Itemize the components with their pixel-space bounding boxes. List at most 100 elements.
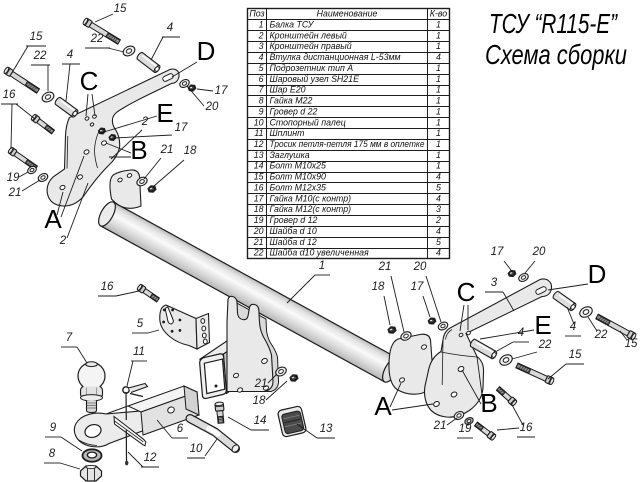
svg-text:Болт М12х35: Болт М12х35 [270, 183, 327, 193]
svg-text:2: 2 [258, 30, 264, 40]
svg-text:1: 1 [436, 41, 441, 51]
svg-text:13: 13 [320, 423, 333, 435]
svg-text:5: 5 [436, 183, 441, 193]
svg-text:9: 9 [259, 106, 264, 116]
svg-text:22: 22 [90, 33, 104, 45]
svg-text:3: 3 [436, 204, 441, 214]
svg-text:Гровер d 12: Гровер d 12 [270, 215, 318, 225]
svg-text:16: 16 [101, 281, 114, 293]
svg-text:D: D [197, 36, 216, 66]
svg-text:Шайба d10 увеличенная: Шайба d10 увеличенная [270, 248, 370, 258]
svg-text:21: 21 [433, 420, 447, 432]
svg-text:4: 4 [259, 52, 264, 62]
svg-text:1: 1 [436, 63, 441, 73]
svg-text:7: 7 [66, 332, 73, 344]
svg-text:17: 17 [215, 85, 228, 97]
svg-text:9: 9 [50, 422, 57, 434]
svg-text:22: 22 [538, 339, 552, 351]
svg-text:21: 21 [8, 187, 22, 199]
svg-text:12: 12 [254, 139, 264, 149]
svg-text:C: C [457, 277, 476, 307]
svg-text:6: 6 [259, 74, 264, 84]
svg-text:17: 17 [175, 122, 188, 134]
svg-text:4: 4 [570, 321, 576, 333]
svg-text:Тросик петля-петля 175 мм в оп: Тросик петля-петля 175 мм в оплетке [270, 139, 425, 149]
svg-text:21: 21 [160, 144, 174, 156]
svg-text:6: 6 [177, 423, 184, 435]
svg-text:20: 20 [532, 246, 546, 258]
svg-text:1: 1 [436, 30, 441, 40]
svg-text:1: 1 [319, 260, 325, 272]
svg-text:18: 18 [184, 145, 197, 157]
svg-text:Гайка М22: Гайка М22 [270, 96, 313, 106]
svg-text:Шайба d 10: Шайба d 10 [270, 226, 317, 236]
svg-text:Болт М10х90: Болт М10х90 [270, 172, 327, 182]
svg-text:7: 7 [259, 85, 265, 95]
svg-text:4: 4 [436, 248, 441, 258]
svg-text:16: 16 [3, 89, 16, 101]
svg-text:15: 15 [254, 172, 264, 182]
svg-text:A: A [44, 204, 62, 234]
svg-text:19: 19 [7, 172, 20, 184]
svg-text:20: 20 [253, 226, 264, 236]
svg-text:B: B [130, 135, 147, 165]
svg-text:Шайба d 12: Шайба d 12 [270, 237, 317, 247]
svg-text:Поз: Поз [249, 9, 264, 19]
svg-text:8: 8 [259, 96, 264, 106]
svg-text:20: 20 [205, 101, 219, 113]
svg-text:Стопорный палец: Стопорный палец [270, 117, 346, 127]
svg-text:1: 1 [436, 161, 441, 171]
svg-text:21: 21 [253, 237, 264, 247]
svg-text:Подрозетник тип А: Подрозетник тип А [270, 63, 354, 73]
svg-text:1: 1 [436, 96, 441, 106]
svg-text:Шплинт: Шплинт [270, 128, 305, 138]
svg-text:19: 19 [254, 215, 264, 225]
svg-text:Гайка М10(с контр): Гайка М10(с контр) [270, 193, 352, 203]
svg-text:Втулка дистанционная L-53мм: Втулка дистанционная L-53мм [270, 52, 401, 62]
svg-text:E: E [156, 98, 173, 128]
svg-text:1: 1 [436, 85, 441, 95]
svg-text:21: 21 [378, 261, 392, 273]
svg-text:16: 16 [254, 183, 264, 193]
svg-text:C: C [80, 66, 99, 96]
svg-text:1: 1 [436, 117, 441, 127]
svg-text:22: 22 [253, 248, 264, 258]
svg-text:1: 1 [436, 128, 441, 138]
svg-text:2: 2 [59, 235, 67, 247]
svg-text:14: 14 [254, 161, 264, 171]
svg-text:14: 14 [254, 415, 267, 427]
svg-text:A: A [374, 391, 392, 421]
svg-text:10: 10 [254, 117, 264, 127]
svg-text:Схема сборки: Схема сборки [485, 39, 627, 70]
svg-text:Шар Е20: Шар Е20 [270, 85, 306, 95]
svg-text:3: 3 [491, 277, 498, 289]
svg-text:19: 19 [459, 423, 472, 435]
svg-text:1: 1 [436, 150, 441, 160]
svg-text:E: E [534, 310, 551, 340]
svg-text:15: 15 [30, 31, 43, 43]
svg-text:18: 18 [372, 281, 385, 293]
svg-text:Наименование: Наименование [317, 9, 378, 19]
svg-text:Болт М10х25: Болт М10х25 [270, 161, 327, 171]
svg-text:17: 17 [491, 246, 504, 258]
svg-text:18: 18 [254, 204, 264, 214]
svg-text:10: 10 [190, 443, 203, 455]
svg-text:5: 5 [259, 63, 264, 73]
svg-text:5: 5 [436, 237, 441, 247]
svg-text:4: 4 [436, 226, 441, 236]
svg-text:4: 4 [436, 172, 441, 182]
svg-text:2: 2 [141, 116, 149, 128]
svg-text:К-во: К-во [430, 9, 448, 19]
svg-text:Кронштейн правый: Кронштейн правый [270, 41, 352, 51]
svg-text:20: 20 [413, 261, 427, 273]
svg-text:15: 15 [114, 3, 127, 15]
svg-text:11: 11 [133, 346, 145, 358]
svg-text:4: 4 [67, 49, 73, 61]
svg-text:22: 22 [33, 50, 47, 62]
svg-text:1: 1 [436, 106, 441, 116]
svg-text:17: 17 [254, 193, 265, 203]
svg-text:Заглушка: Заглушка [270, 150, 310, 160]
svg-text:15: 15 [569, 349, 582, 361]
svg-text:15: 15 [625, 338, 638, 350]
svg-text:4: 4 [167, 22, 173, 34]
